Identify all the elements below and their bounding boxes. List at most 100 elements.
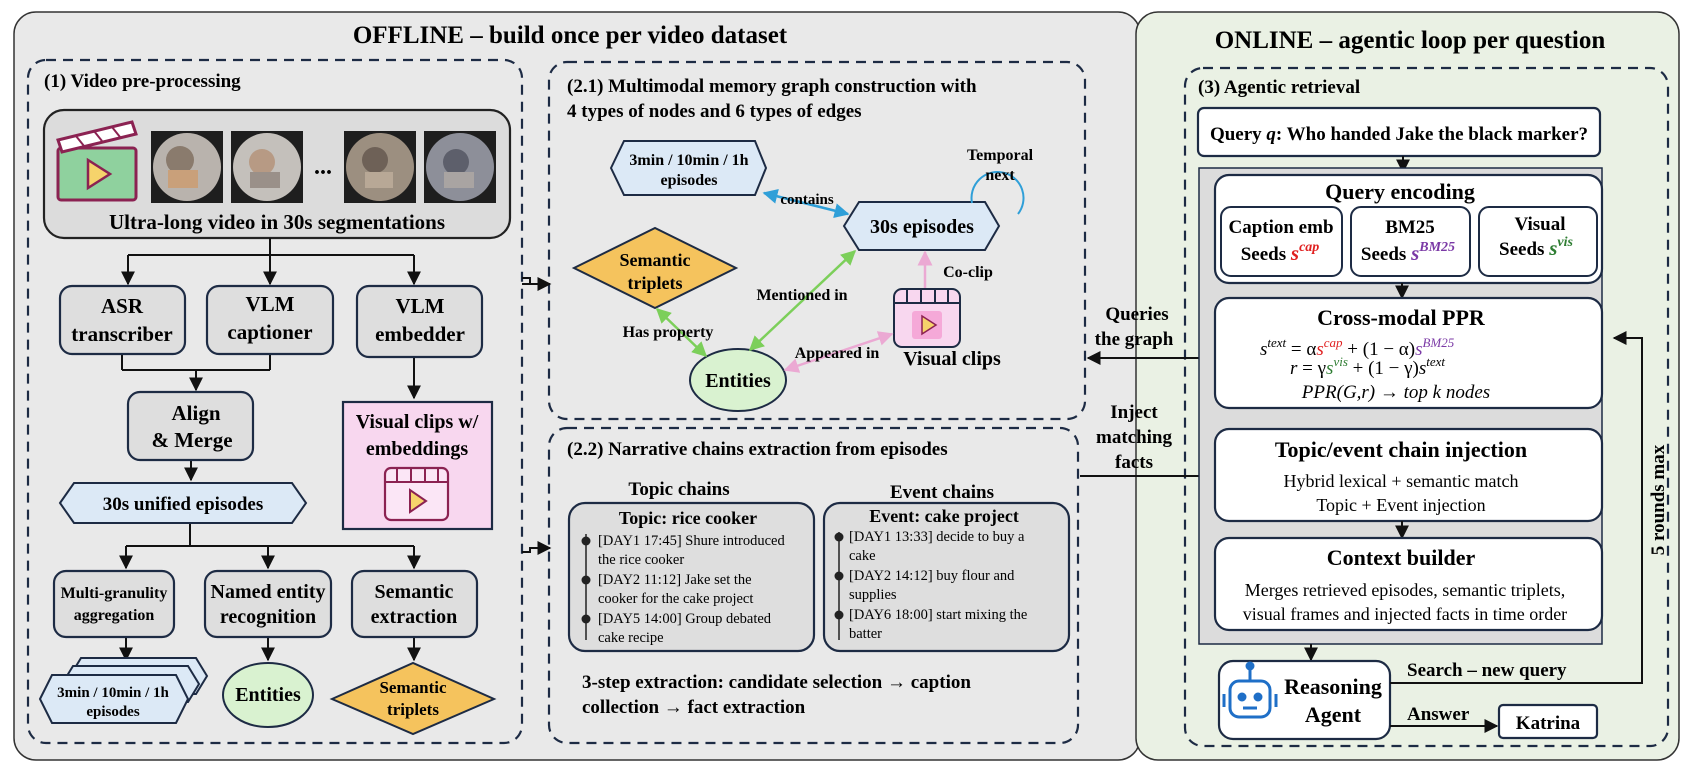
graph-triplets-label: triplets — [628, 273, 683, 293]
bridge-arrows — [522, 277, 552, 555]
clapperboard-icon — [56, 120, 138, 202]
captioner-label: captioner — [227, 320, 312, 344]
context-line: Merges retrieved episodes, semantic trip… — [1245, 580, 1566, 600]
caption-seeds-label: Caption emb — [1228, 217, 1333, 238]
agent-label: Reasoning — [1284, 674, 1382, 699]
inject-label: matching — [1096, 427, 1173, 448]
asr-transcriber-box — [58, 284, 187, 356]
graph-triplets-node — [571, 226, 739, 310]
frames-ellipsis: ... — [314, 154, 332, 180]
appeared-label: Appeared in — [795, 345, 880, 362]
context-builder-title: Context builder — [1327, 545, 1476, 570]
chain-item-text: batter — [849, 626, 882, 642]
entities-label: Entities — [235, 684, 301, 706]
mentioned-edge — [748, 249, 857, 352]
chain-item-text: [DAY2 11:12] Jake set the — [598, 572, 752, 588]
query-box — [1196, 106, 1602, 158]
graph-triplets-label: Semantic — [620, 250, 691, 270]
event-chains-header: Event chains — [890, 482, 994, 503]
chain-item-text: [DAY5 14:00] Group debated — [598, 611, 772, 627]
ner-label: Named entity — [211, 581, 326, 603]
online-title: ONLINE – agentic loop per question — [1215, 27, 1606, 54]
entities-node — [222, 662, 314, 728]
ner-label: recognition — [220, 606, 316, 628]
semantic-extraction-box — [350, 569, 479, 639]
video-frame — [151, 131, 223, 203]
topic-chain-box — [567, 501, 816, 653]
chain-item-text: [DAY1 17:45] Shure introduced — [598, 533, 785, 549]
align-label: & Merge — [151, 428, 232, 452]
chain-item-text: the rice cooker — [598, 552, 684, 568]
event-chain-box — [822, 501, 1071, 653]
search-loop-arrow — [1390, 331, 1643, 684]
topic-chain-title: Topic: rice cooker — [619, 508, 757, 528]
temporal-next-loop — [970, 170, 1025, 215]
robot-icon — [1222, 661, 1278, 719]
answer-box — [1497, 703, 1599, 740]
query-encoding-title: Query encoding — [1325, 179, 1475, 204]
has-property-edge — [655, 307, 708, 358]
injection-line: Topic + Event injection — [1316, 495, 1485, 515]
temporal-label: Temporal — [967, 147, 1034, 164]
chain-item-text: [DAY6 18:00] start mixing the — [849, 607, 1027, 623]
multi-granularity-box — [52, 569, 176, 639]
unified-episodes-label: 30s unified episodes — [103, 494, 263, 515]
ppr-formula-3: PPR(G,r) → top k nodes — [1301, 382, 1490, 403]
graph-entities-label: Entities — [705, 370, 771, 392]
retrieval-title: (3) Agentic retrieval — [1198, 77, 1360, 98]
graph-30s-label: 30s episodes — [870, 216, 974, 238]
chain-item-text: [DAY2 14:12] buy flour and — [849, 568, 1015, 584]
bm25-seeds-box — [1350, 206, 1471, 277]
episodes-stack-node — [38, 657, 209, 724]
episodes-stack-label: 3min / 10min / 1h — [57, 685, 169, 701]
topic-chains-header: Topic chains — [628, 479, 729, 500]
graph-episodes-label: episodes — [661, 172, 718, 189]
ppr-box — [1213, 296, 1604, 410]
graph-panel — [547, 60, 1087, 421]
extraction-steps: 3-step extraction: candidate selection →… — [582, 672, 971, 693]
answer-label: Answer — [1407, 704, 1470, 725]
chain-item-text: cake recipe — [598, 630, 664, 646]
answer-value: Katrina — [1516, 713, 1581, 734]
video-frame — [344, 131, 416, 203]
retrieval-panel — [1183, 66, 1670, 748]
query-text: Query q: Who handed Jake the black marke… — [1210, 124, 1588, 145]
preprocessing-title: (1) Video pre-processing — [44, 71, 241, 92]
chain-item-text: cooker for the cake project — [598, 591, 753, 607]
extraction-steps: collection → fact extraction — [582, 697, 806, 718]
appeared-edge — [783, 331, 894, 373]
video-label: Ultra-long video in 30s segmentations — [109, 210, 445, 234]
timeline-dot — [581, 536, 591, 546]
visual-seeds-label: Seeds svis — [1499, 235, 1573, 260]
vlm-captioner-box — [205, 284, 335, 356]
injection-box — [1213, 427, 1604, 523]
graph-clip-icon — [893, 288, 961, 348]
agent-label: Agent — [1305, 702, 1362, 727]
bm25-seeds-label: Seeds sBM25 — [1361, 240, 1455, 265]
temporal-label: next — [985, 167, 1015, 184]
narrative-panel — [547, 426, 1080, 745]
inject-label: Inject — [1110, 402, 1158, 423]
mentioned-label: Mentioned in — [756, 287, 847, 304]
semantic-triplets-label: Semantic — [379, 678, 447, 697]
event-chain-title: Event: cake project — [869, 506, 1019, 526]
asr-label: transcriber — [71, 322, 172, 346]
align-label: Align — [171, 401, 220, 425]
contains-edge — [762, 188, 850, 219]
graph-episodes-label: 3min / 10min / 1h — [629, 152, 748, 169]
bm25-seeds-label: BM25 — [1385, 217, 1435, 238]
graph-episodes-node — [609, 140, 768, 196]
semantic-triplets-node — [329, 661, 497, 736]
ppr-formula-2: r = γsvis + (1 − γ)stext — [1290, 354, 1445, 379]
semantic-extraction-label: Semantic — [375, 581, 454, 603]
queries-label: the graph — [1095, 329, 1174, 350]
video-frame — [424, 131, 496, 203]
embedder-label: embedder — [375, 322, 465, 346]
ner-box — [203, 569, 333, 639]
vlm-embedder-box — [355, 284, 484, 359]
timeline-dot — [834, 610, 844, 620]
graph-title: 4 types of nodes and 6 types of edges — [567, 101, 862, 122]
semantic-extraction-label: extraction — [371, 606, 458, 628]
search-label: Search – new query — [1407, 660, 1567, 681]
